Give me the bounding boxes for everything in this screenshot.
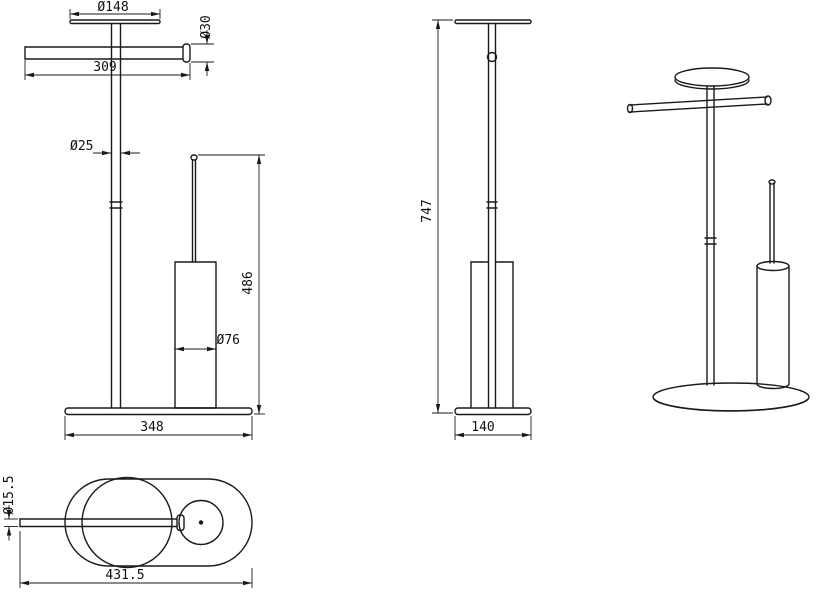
dim-front-brush-height: 486: [198, 154, 265, 415]
dim-top-bar-tube-diameter: Ø15.5: [2, 475, 18, 541]
persp-paper-bar: [626, 95, 772, 114]
top-view: Ø15.5 431.5: [2, 475, 253, 588]
dim-label-pole-dia: Ø25: [70, 139, 93, 154]
dim-label-overall-length: 431.5: [105, 568, 144, 583]
front-paper-bar: [24, 43, 191, 63]
topview-brush-circle: [178, 499, 224, 546]
side-bar-end-circle: [486, 51, 498, 63]
front-base: [64, 407, 253, 416]
side-view: 747 140: [420, 19, 532, 440]
persp-pole: [704, 85, 717, 386]
dim-label-bar-dia: Ø30: [199, 15, 214, 38]
dim-label-brush-dia: Ø76: [217, 333, 240, 348]
topview-bar: [19, 514, 185, 532]
perspective-view: [626, 67, 810, 412]
dim-label-bar-length: 309: [93, 60, 116, 75]
dim-label-base-width: 348: [140, 420, 163, 435]
dim-side-base-depth: 140: [454, 416, 532, 440]
dim-front-bar-diameter: Ø30: [191, 15, 214, 76]
front-pole: [109, 22, 123, 409]
topview-plate-circle: [81, 476, 173, 569]
dim-front-pole-diameter: Ø25: [70, 139, 140, 156]
persp-top-disc: [674, 67, 750, 90]
side-top-plate: [454, 19, 532, 25]
front-view: Ø148 Ø30 309 Ø25 486 Ø76: [24, 0, 265, 440]
persp-base: [652, 382, 810, 412]
dim-front-brush-holder-diameter: Ø76: [175, 333, 240, 352]
side-brush-holder: [470, 261, 514, 409]
dim-label-top-plate-dia: Ø148: [97, 0, 128, 15]
front-top-plate: [69, 19, 161, 25]
front-brush: [174, 154, 217, 409]
dim-side-overall-height: 747: [420, 19, 453, 414]
dim-label-overall-height: 747: [420, 199, 435, 222]
dim-label-base-depth: 140: [471, 420, 494, 435]
topview-base-outline: [64, 478, 253, 567]
side-pole: [486, 22, 498, 409]
dim-front-base-width: 348: [64, 416, 253, 440]
dim-top-overall-length: 431.5: [19, 531, 253, 588]
side-base: [454, 407, 532, 416]
dim-label-brush-height: 486: [241, 271, 256, 294]
dim-front-bar-length: 309: [24, 60, 191, 80]
persp-brush: [756, 179, 790, 390]
dim-front-top-plate-diameter: Ø148: [69, 0, 161, 19]
dim-label-bar-tube-dia: Ø15.5: [2, 475, 17, 514]
